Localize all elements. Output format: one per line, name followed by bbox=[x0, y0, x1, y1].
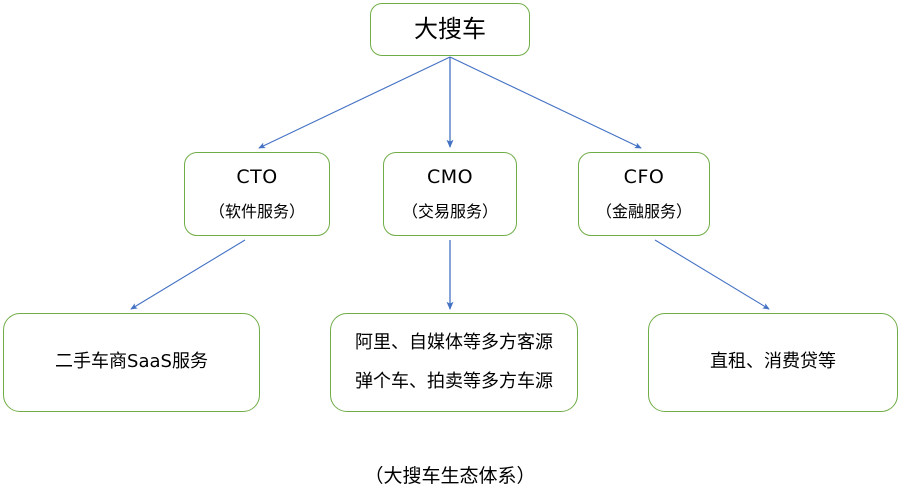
node-cfo-role: CFO bbox=[623, 165, 665, 188]
node-leaf-saas-service[interactable]: 二手车商SaaS服务 bbox=[3, 313, 260, 412]
node-cfo-sublabel: （金融服务） bbox=[595, 201, 692, 221]
node-leaf-saas-line-1: 二手车商SaaS服务 bbox=[55, 351, 208, 373]
node-cto-role: CTO bbox=[236, 165, 278, 188]
node-cfo[interactable]: CFO （金融服务） bbox=[578, 152, 710, 236]
node-cmo-role: CMO bbox=[426, 165, 474, 188]
node-leaf-finance-products[interactable]: 直租、消费贷等 bbox=[648, 313, 898, 412]
node-leaf-finance-line-1: 直租、消费贷等 bbox=[710, 351, 836, 373]
diagram-caption: （大搜车生态体系） bbox=[364, 465, 536, 487]
node-root-dasouche[interactable]: 大搜车 bbox=[370, 3, 530, 56]
connector-root-to-cfo bbox=[449, 56, 642, 149]
node-leaf-supply-line-2: 弹个车、拍卖等多方车源 bbox=[355, 370, 553, 392]
node-root-label: 大搜车 bbox=[414, 14, 486, 43]
node-cto[interactable]: CTO （软件服务） bbox=[184, 152, 330, 236]
connector-cfo-to-finance bbox=[654, 239, 770, 310]
node-leaf-customer-and-car-supply[interactable]: 阿里、自媒体等多方客源 弹个车、拍卖等多方车源 bbox=[330, 313, 578, 412]
connector-cto-to-saas bbox=[130, 239, 246, 310]
node-cto-sublabel: （软件服务） bbox=[208, 201, 305, 221]
node-leaf-supply-line-1: 阿里、自媒体等多方客源 bbox=[355, 331, 553, 353]
node-cmo[interactable]: CMO （交易服务） bbox=[383, 152, 517, 236]
node-cmo-sublabel: （交易服务） bbox=[401, 201, 498, 221]
connector-root-to-cto bbox=[258, 56, 451, 149]
